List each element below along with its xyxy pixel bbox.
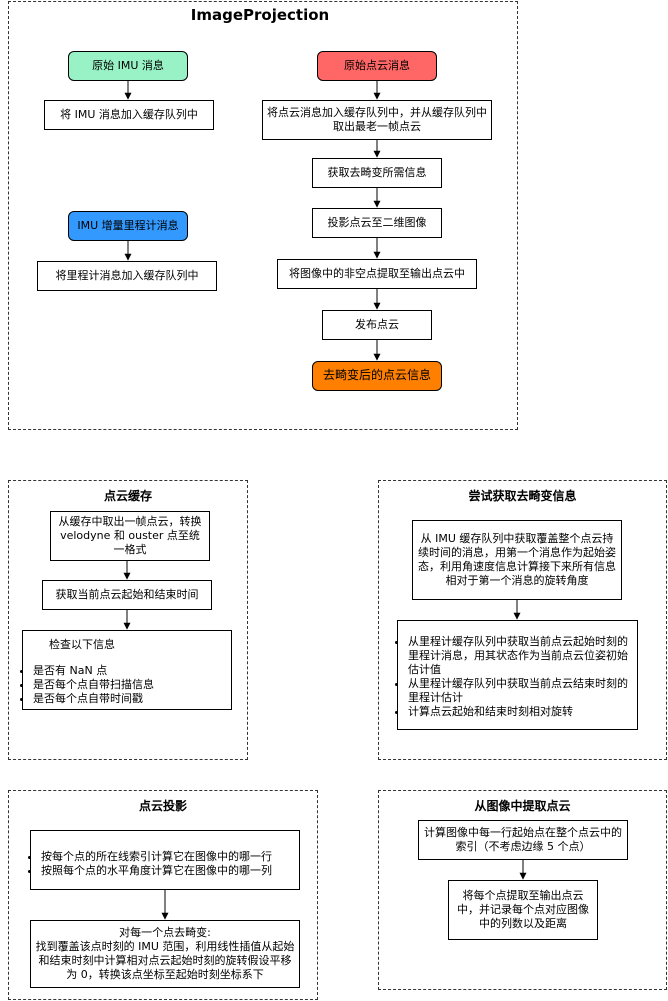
cache-cloud-panel <box>8 480 248 760</box>
cache-step-time: 获取当前点云起始和结束时间 <box>42 580 212 610</box>
point-deskew-body: 找到覆盖该点时刻的 IMU 范围，利用线性插值从起始和结束时刻中计算相对点云起始… <box>35 939 295 982</box>
projection-panel <box>8 790 318 1000</box>
point-deskew-node: 对每一个点去畸变: 找到覆盖该点时刻的 IMU 范围，利用线性插值从起始和结束时… <box>30 920 300 988</box>
deskew-odom-item: 计算点云起始和结束时刻相对旋转 <box>408 705 631 719</box>
cloud-message-node: 原始点云消息 <box>317 51 437 81</box>
deskew-info-panel <box>378 480 667 760</box>
point-deskew-title: 对每一个点去畸变: <box>119 925 211 939</box>
cache-check-item: 是否每个点自带扫描信息 <box>33 678 231 692</box>
cache-cloud-title: 点云缓存 <box>103 489 152 503</box>
imu-message-node: 原始 IMU 消息 <box>68 51 188 81</box>
cache-check-title: 检查以下信息 <box>49 638 115 651</box>
deskew-info-node: 获取去畸变所需信息 <box>312 158 442 188</box>
extraction-index-node: 计算图像中每一行起始点在整个点云中的索引（不考虑边缘 5 个点） <box>418 820 628 860</box>
extraction-output-node: 将每个点提取至输出点云中，并记录每个点对应图像中的列数以及距离 <box>448 880 598 940</box>
extraction-title: 从图像中提取点云 <box>474 799 571 813</box>
image-projection-panel <box>8 1 518 430</box>
deskewed-cloud-output-node: 去畸变后的点云信息 <box>312 361 442 391</box>
projection-item: 按照每个点的水平角度计算它在图像中的哪一列 <box>41 864 299 878</box>
deskew-info-title: 尝试获取去畸变信息 <box>468 489 577 503</box>
deskew-odom-item: 从里程计缓存队列中获取当前点云起始时刻的里程计消息，用其状态作为当前点云位姿初始… <box>408 635 631 677</box>
odometry-queue-node: 将里程计消息加入缓存队列中 <box>37 261 217 291</box>
odometry-message-node: IMU 增量里程计消息 <box>68 211 188 241</box>
cache-step-convert: 从缓存中取出一帧点云，转换 velodyne 和 ouster 点至统一格式 <box>50 511 210 561</box>
cache-check-list: 检查以下信息 是否有 NaN 点 是否每个点自带扫描信息 是否每个点自带时间戳 <box>22 630 232 710</box>
projection-item: 按每个点的所在线索引计算它在图像中的哪一行 <box>41 850 299 864</box>
deskew-imu-step: 从 IMU 缓存队列中获取覆盖整个点云持续时间的消息，用第一个消息作为起始姿态，… <box>412 520 622 600</box>
cloud-queue-node: 将点云消息加入缓存队列中，并从缓存队列中取出最老一帧点云 <box>262 100 492 140</box>
deskew-odom-item: 从里程计缓存队列中获取当前点云结束时刻的里程计估计 <box>408 677 631 705</box>
deskew-odom-list: 从里程计缓存队列中获取当前点云起始时刻的里程计消息，用其状态作为当前点云位姿初始… <box>397 620 638 730</box>
projection-list: 按每个点的所在线索引计算它在图像中的哪一行 按照每个点的水平角度计算它在图像中的… <box>30 830 300 890</box>
project-node: 投影点云至二维图像 <box>312 208 442 238</box>
extract-node: 将图像中的非空点提取至输出点云中 <box>277 259 477 289</box>
image-projection-title: ImageProjection <box>190 6 330 24</box>
projection-title: 点云投影 <box>138 799 187 813</box>
cache-check-item: 是否有 NaN 点 <box>33 664 231 678</box>
extraction-panel <box>378 790 667 990</box>
publish-node: 发布点云 <box>322 310 432 340</box>
imu-queue-node: 将 IMU 消息加入缓存队列中 <box>44 100 214 130</box>
cache-check-item: 是否每个点自带时间戳 <box>33 692 231 706</box>
